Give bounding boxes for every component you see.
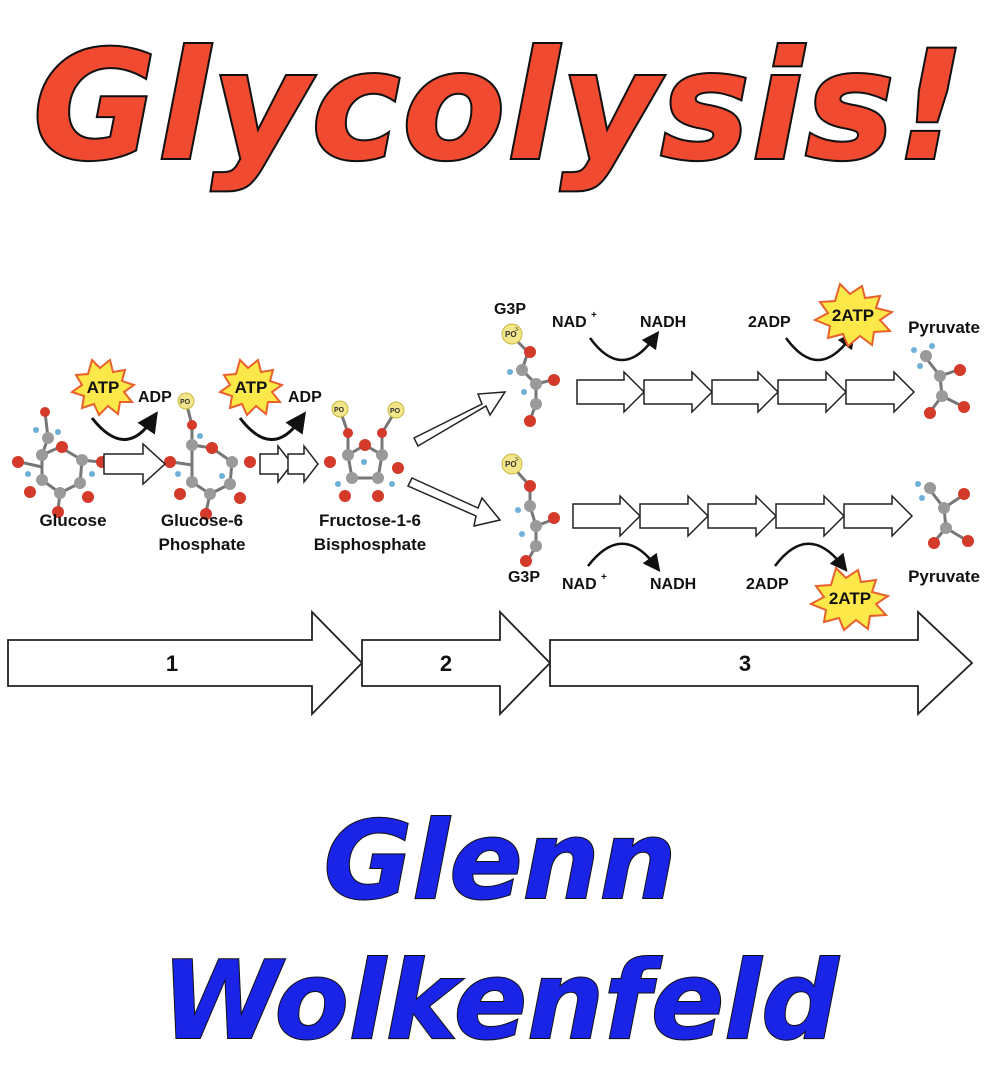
- phosphate-charge: 3-: [515, 457, 520, 463]
- curved-arrow-nad-bottom: [587, 542, 661, 572]
- pyruvate-top-molecule: [911, 343, 970, 419]
- pyruvate-bottom-molecule: [915, 481, 974, 549]
- glucose-6-phosphate-molecule: [164, 392, 256, 520]
- reaction-arrow-row-bottom: [572, 494, 914, 538]
- reaction-arrow-row-top: [576, 370, 916, 414]
- g3p-label: G3P: [508, 569, 540, 586]
- curved-arrow-atp2: [238, 411, 307, 441]
- fructose-bisphosphate-label: Fructose-1-6: [319, 511, 421, 530]
- glucose-6-phosphate-label: Glucose-6: [161, 511, 243, 530]
- phosphate-label: PO: [180, 399, 191, 406]
- split-arrow-up: [412, 391, 507, 448]
- title: Glycolysis!: [31, 18, 967, 196]
- nad-label: NAD: [552, 314, 587, 331]
- reaction-arrow: [287, 443, 319, 485]
- atp-label: 2ATP: [829, 589, 871, 608]
- adp-label: 2ADP: [748, 314, 791, 331]
- phosphate-label: PO: [505, 330, 517, 339]
- atp-label: ATP: [87, 378, 120, 397]
- g3p-top-molecule: [501, 323, 560, 427]
- curved-arrow-atp1: [90, 411, 158, 441]
- glycolysis-diagram: PO PO PO PO PO 3- 3-: [7, 282, 980, 717]
- atp-starburst-3: [812, 282, 895, 348]
- nadh-label: NADH: [650, 576, 696, 593]
- stage-arrow-1: 1: [7, 609, 364, 717]
- stage-arrow-3: 3: [549, 609, 974, 717]
- pyruvate-label: Pyruvate: [908, 567, 980, 586]
- curved-arrow-adp-top: [784, 330, 856, 362]
- reaction-arrow: [259, 443, 293, 485]
- reaction-arrow: [103, 442, 167, 486]
- atp-starburst-2: [217, 358, 285, 417]
- atp-label: ATP: [235, 378, 268, 397]
- glucose-molecule: [12, 407, 108, 518]
- stage-label: 2: [440, 651, 452, 676]
- phosphate-label: PO: [390, 408, 401, 415]
- atp-label: 2ATP: [832, 306, 874, 325]
- g3p-bottom-molecule: [501, 453, 560, 567]
- nad-charge: +: [591, 310, 597, 321]
- nad-charge: +: [601, 572, 607, 583]
- pyruvate-label: Pyruvate: [908, 318, 980, 337]
- stage-label: 1: [166, 651, 178, 676]
- stage-arrow-2: 2: [361, 609, 552, 717]
- fructose-bisphosphate-label: Bisphosphate: [314, 535, 426, 554]
- glucose-6-phosphate-label: Phosphate: [159, 535, 246, 554]
- fructose-1-6-bisphosphate-molecule: [324, 400, 405, 502]
- nad-label: NAD: [562, 576, 597, 593]
- phosphate-charge: 3-: [515, 327, 520, 333]
- adp-label: 2ADP: [746, 576, 789, 593]
- g3p-label: G3P: [494, 301, 526, 318]
- phosphate-label: PO: [505, 460, 517, 469]
- curved-arrow-nad-top: [588, 330, 660, 362]
- adp-label: ADP: [288, 389, 322, 406]
- atp-starburst-4: [808, 566, 891, 632]
- atp-starburst-1: [69, 358, 137, 417]
- split-arrow-down: [406, 477, 502, 527]
- stage-label: 3: [739, 651, 751, 676]
- author-name: Glenn Wolkenfeld: [160, 798, 839, 1065]
- phosphate-label: PO: [334, 407, 345, 414]
- curved-arrow-adp-bottom: [774, 542, 848, 572]
- nadh-label: NADH: [640, 314, 686, 331]
- adp-label: ADP: [138, 389, 172, 406]
- glucose-label: Glucose: [39, 511, 106, 530]
